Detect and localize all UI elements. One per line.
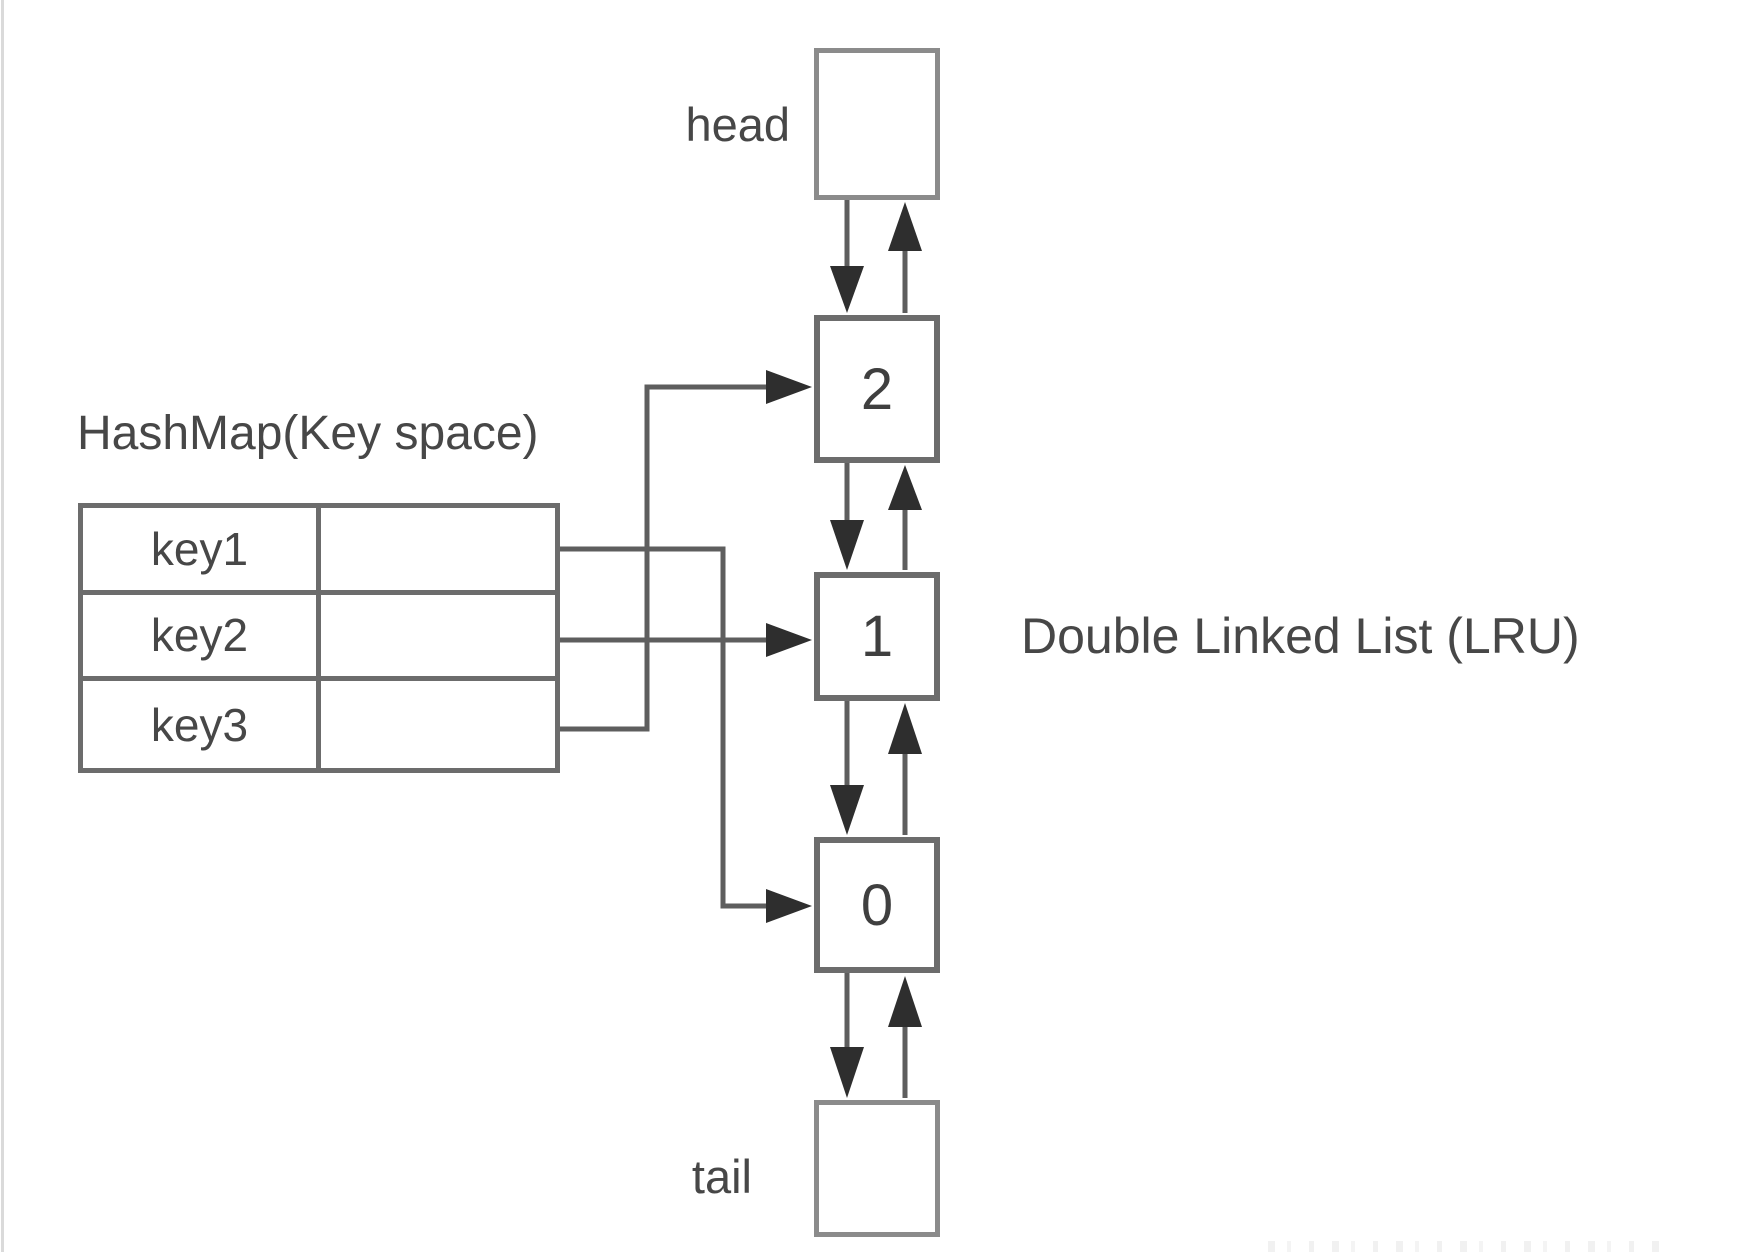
prev-pointer-tail-to-0 — [888, 976, 922, 1098]
list-node-1: 1 — [814, 572, 940, 701]
up-arrowhead-icon — [888, 202, 922, 251]
up-arrowhead-icon — [888, 976, 922, 1027]
up-arrowhead-icon — [888, 465, 922, 510]
prev-pointer-1-to-2 — [888, 465, 922, 570]
next-pointer-0-to-tail — [830, 973, 864, 1098]
cropped-watermark-marks — [1268, 1241, 1664, 1252]
hashmap-pointer-key1-to-node-0 — [560, 546, 812, 923]
list-node-2: 2 — [814, 315, 940, 463]
next-pointer-2-to-1 — [830, 463, 864, 570]
hashmap-value-cell-1 — [321, 508, 555, 595]
linked-list-caption: Double Linked List (LRU) — [1021, 608, 1580, 664]
hashmap-value-cell-3 — [321, 681, 555, 768]
down-arrowhead-icon — [830, 520, 864, 570]
prev-pointer-0-to-1 — [888, 703, 922, 835]
hashmap-value-cell-2 — [321, 595, 555, 682]
hashmap-table: key1 key2 key3 — [78, 503, 560, 773]
prev-pointer-2-to-head — [888, 202, 922, 313]
list-node-0: 0 — [814, 837, 940, 973]
tail-label: tail — [691, 1150, 752, 1203]
hashmap-pointer-key3-to-node-2 — [560, 370, 812, 732]
pointer-line — [560, 546, 766, 909]
hashmap-pointer-key2-to-node-1 — [560, 623, 812, 657]
down-arrowhead-icon — [830, 1047, 864, 1098]
pointer-line — [560, 384, 766, 732]
down-arrowhead-icon — [830, 266, 864, 313]
page-edge-line — [1, 0, 4, 1252]
down-arrowhead-icon — [830, 785, 864, 835]
right-arrowhead-icon — [766, 370, 812, 404]
head-label: head — [685, 98, 790, 151]
up-arrowhead-icon — [888, 703, 922, 754]
hashmap-key-cell-2: key2 — [83, 594, 321, 682]
hashmap-key-cell-1: key1 — [83, 508, 321, 595]
hashmap-title: HashMap(Key space) — [77, 407, 539, 460]
tail-node-box — [814, 1100, 940, 1237]
right-arrowhead-icon — [766, 889, 812, 923]
hashmap-key-cell-3: key3 — [83, 681, 321, 768]
next-pointer-head-to-2 — [830, 200, 864, 313]
next-pointer-1-to-0 — [830, 701, 864, 835]
head-node-box — [814, 48, 940, 200]
right-arrowhead-icon — [766, 623, 812, 657]
